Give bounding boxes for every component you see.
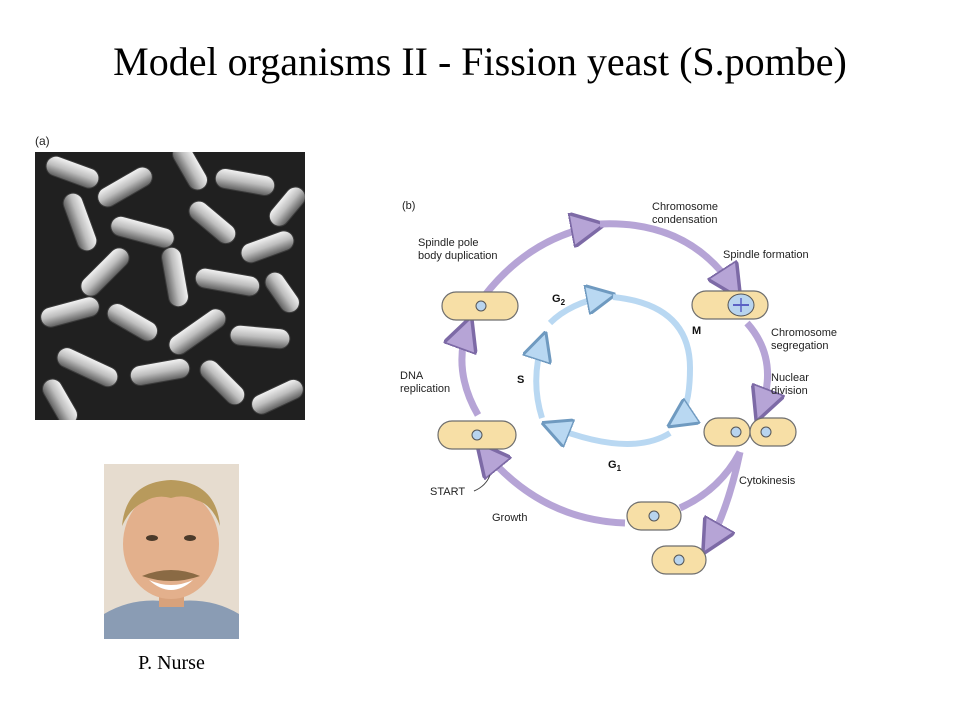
phase-g1-label: G1 <box>608 459 622 473</box>
cell-daughter-1 <box>626 501 682 531</box>
label-spindle-formation: Spindle formation <box>723 249 809 261</box>
label-nuclear-division-1: Nuclear <box>771 372 809 384</box>
cell-cycle-diagram: (b) G2 M G1 S <box>390 190 870 590</box>
inner-cycle-arrows <box>536 296 690 444</box>
panel-b-label: (b) <box>402 200 415 212</box>
label-chromosome-condensation-2: condensation <box>652 214 717 226</box>
yeast-micrograph <box>35 152 305 420</box>
label-start: START <box>430 486 465 498</box>
portrait-caption: P. Nurse <box>138 652 205 674</box>
outer-cycle-arrows <box>462 224 768 545</box>
label-spb-duplication-1: Spindle pole <box>418 237 479 249</box>
cell-spindle-formation <box>691 290 769 320</box>
phase-m-label: M <box>692 325 701 337</box>
slide-title: Model organisms II - Fission yeast (S.po… <box>113 39 847 84</box>
phase-g2-label: G2 <box>552 293 566 307</box>
cell-daughter-2 <box>651 545 707 575</box>
label-chromosome-condensation-1: Chromosome <box>652 201 718 213</box>
phase-s-label: S <box>517 374 524 386</box>
label-chromosome-segregation-2: segregation <box>771 340 829 352</box>
label-growth: Growth <box>492 512 527 524</box>
cell-spb-duplication <box>441 291 519 321</box>
portrait-photo <box>104 464 239 639</box>
label-dna-replication-2: replication <box>400 383 450 395</box>
label-spb-duplication-2: body duplication <box>418 250 498 262</box>
start-pointer <box>473 474 491 492</box>
label-dna-replication-1: DNA <box>400 370 424 382</box>
cell-nuclear-division <box>703 417 797 447</box>
label-cytokinesis: Cytokinesis <box>739 475 796 487</box>
label-nuclear-division-2: division <box>771 385 808 397</box>
label-chromosome-segregation-1: Chromosome <box>771 327 837 339</box>
cell-dna-replication <box>437 420 517 450</box>
panel-a-label: (a) <box>35 134 50 148</box>
